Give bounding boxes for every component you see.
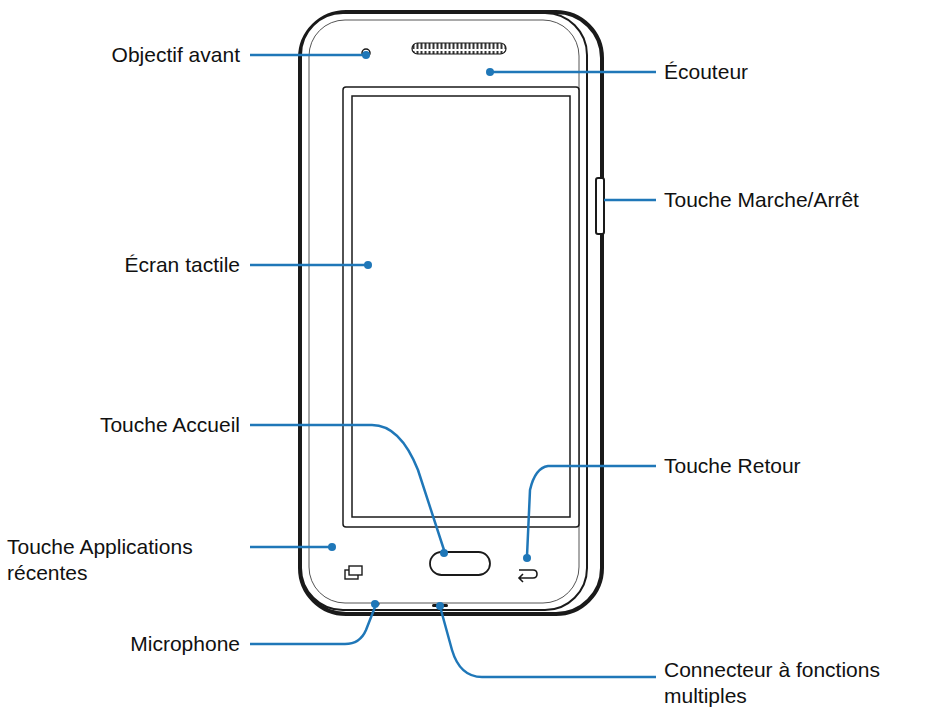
leader-dot xyxy=(486,68,494,76)
leader-dot xyxy=(362,51,370,59)
part-label: Touche Marche/Arrêt xyxy=(664,187,859,213)
leader-line xyxy=(250,546,330,549)
screen-bezel xyxy=(343,87,579,527)
power-key xyxy=(596,178,604,234)
leader-dots xyxy=(328,51,531,610)
leader-line xyxy=(250,425,444,550)
part-label: Microphone xyxy=(130,631,240,657)
leader-line xyxy=(250,264,368,267)
phone-front xyxy=(301,13,587,610)
leader-dot xyxy=(328,543,336,551)
phone-body xyxy=(300,12,602,614)
part-label: Touche Retour xyxy=(664,453,801,479)
leader-line xyxy=(250,607,375,644)
home-key xyxy=(430,552,490,575)
leader-line xyxy=(490,71,656,74)
leader-dot xyxy=(523,554,531,562)
leader-dot xyxy=(440,549,448,557)
leader-line xyxy=(250,54,362,57)
recent-apps-icon xyxy=(349,566,362,575)
leader-line xyxy=(604,199,656,202)
leader-dot xyxy=(364,261,372,269)
earpiece-grille xyxy=(412,43,506,54)
leader-line xyxy=(527,466,656,556)
phone-front-edge xyxy=(309,20,579,603)
leader-dot xyxy=(371,600,379,608)
part-label: Touche Accueil xyxy=(100,412,240,438)
part-label: Objectif avant xyxy=(112,42,240,68)
leader-dot xyxy=(436,602,444,610)
part-label: Écran tactile xyxy=(124,252,240,278)
leader-lines xyxy=(250,55,656,677)
touch-screen xyxy=(352,96,570,517)
part-label: Écouteur xyxy=(664,59,748,85)
back-icon xyxy=(519,570,537,582)
part-label: Touche Applications récentes xyxy=(7,534,239,586)
leader-line xyxy=(441,610,656,677)
part-label: Connecteur à fonctions multiples xyxy=(664,657,919,709)
